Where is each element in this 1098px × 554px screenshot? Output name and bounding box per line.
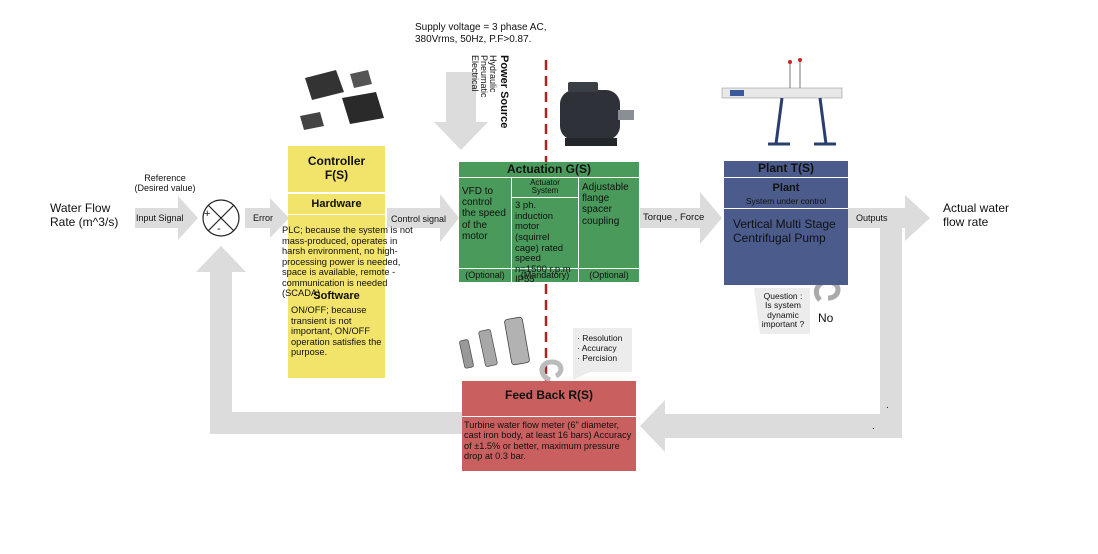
plant-title-divider [724, 177, 848, 178]
software-title: Software [313, 290, 360, 302]
power-source-pneumatic: Pneumatic [479, 55, 490, 98]
pump-bench-image [721, 58, 843, 146]
power-source-title: Power Source [498, 55, 510, 129]
question-answer: No [818, 311, 834, 325]
control-signal-arrow [387, 194, 459, 242]
summing-minus: - [217, 223, 221, 235]
flow-arrows [135, 72, 930, 452]
dot-upper: . [886, 400, 889, 411]
supply-note-line1: Supply voltage = 3 phase AC, [415, 22, 547, 33]
software-text: ON/OFF; because transient is not importa… [291, 305, 382, 357]
feedback-block [462, 381, 636, 471]
actuation-title: Actuation G(S) [507, 162, 591, 176]
plant-subtitle-divider [724, 208, 848, 209]
output-label-line2: flow rate [943, 214, 989, 229]
actuator-system-header: Actuator System [512, 177, 578, 197]
actuation-block [459, 162, 639, 282]
feedback-divider [462, 416, 636, 417]
plant-subtitle: Plant [772, 182, 800, 194]
motor-image [560, 82, 634, 146]
supply-note: Supply voltage = 3 phase AC, 380Vrms, 50… [415, 22, 546, 45]
actuation-motor-text: 3 ph. induction motor (squirrel cage) ra… [515, 200, 571, 286]
output-label: Actual water flow rate [943, 201, 1010, 230]
summing-plus: + [204, 208, 211, 220]
actuation-coupling-footer: (Optional) [589, 270, 629, 280]
plant-subnote: System under control [745, 196, 827, 206]
actuator-system-header-line1: Actuator [530, 178, 560, 187]
question-line2: Is system [765, 300, 801, 311]
sensor-prop-accuracy: · Accuracy [577, 343, 617, 354]
controller-chips-image [300, 70, 384, 130]
outputs-label: Outputs [856, 213, 888, 223]
hardware-title: Hardware [311, 198, 362, 210]
power-source-arrow [434, 72, 488, 150]
feedback-right-line [880, 218, 902, 438]
input-arrow [135, 196, 198, 240]
reference-line1: Reference [144, 173, 186, 183]
dot-lower: . [872, 421, 875, 432]
actuation-coupling-text: Adjustable flange spacer coupling [582, 182, 629, 227]
feedback-title: Feed Back R(S) [504, 388, 594, 402]
input-label: Water Flow Rate (m^3/s) [50, 201, 119, 230]
input-label-line1: Water Flow [50, 201, 111, 215]
actuation-col-divider-2 [578, 177, 579, 282]
question-callout-box [754, 288, 810, 334]
control-signal-label: Control signal [391, 214, 447, 224]
actuation-motor-footer: (Mandatory) [520, 270, 570, 280]
input-signal-label: Input Signal [136, 213, 184, 223]
reference-label: Reference (Desired value) [132, 173, 198, 194]
torque-force-label: Torque , Force [643, 212, 705, 223]
hardware-text: PLC; because the system is not mass-prod… [282, 225, 413, 298]
actuation-vfd-footer: (Optional) [465, 270, 505, 280]
feedback-text: Turbine water flow meter (6" diameter, c… [464, 420, 632, 462]
question-line1: Question : [763, 291, 803, 301]
error-label: Error [253, 213, 273, 223]
actuation-col-divider-1 [511, 177, 512, 282]
summing-junction [202, 199, 240, 237]
question-text: Question : Is system dynamic important ? [758, 291, 808, 330]
power-source-electrical: Electrical [469, 55, 480, 92]
feedback-bottom-right-line [660, 414, 902, 438]
plant-title: Plant T(S) [758, 161, 814, 175]
feedback-return-arrow [196, 246, 246, 272]
output-label-line1: Actual water [943, 201, 1010, 215]
controller-title-line2: F(S) [324, 168, 349, 183]
sensor-curl [539, 359, 564, 383]
power-source-hydraulic: Hydraulic [488, 55, 499, 93]
controller-title: Controller F(S) [288, 154, 385, 183]
feedback-input-arrow [640, 400, 665, 452]
actuation-title-divider [459, 177, 639, 178]
question-line4: important ? [761, 319, 805, 330]
hardware-divider [288, 214, 385, 215]
actuator-system-header-line2: System [531, 186, 559, 195]
reference-line2: (Desired value) [134, 183, 196, 194]
actuator-system-divider [512, 197, 578, 198]
actuation-footer-divider [459, 268, 639, 269]
sensor-properties: · Resolution · Accuracy · Percision [577, 333, 622, 364]
sensor-callout-box [573, 328, 632, 380]
actuation-vfd-text: VFD to control the speed of the motor [462, 186, 506, 242]
controller-block: Controller F(S) Hardware [288, 146, 385, 378]
question-line3: dynamic [767, 309, 799, 320]
power-source-label: Power Source Hydraulic Pneumatic Electri… [441, 55, 521, 135]
torque-force-arrow [640, 192, 722, 244]
plant-text: Vertical Multi Stage Centrifugal Pump [733, 217, 836, 245]
controller-divider [288, 192, 385, 194]
error-arrow [245, 198, 289, 238]
feedback-left-line [210, 270, 232, 434]
controller-title-line1: Controller [307, 154, 366, 168]
sensor-prop-resolution: · Resolution [577, 333, 623, 343]
input-label-line2: Rate (m^3/s) [50, 214, 119, 229]
supply-note-line2: 380Vrms, 50Hz, P.F>0.87. [415, 33, 532, 45]
plant-block [724, 161, 848, 285]
sensor-prop-percision: · Percision [577, 353, 618, 364]
sensors-image [459, 316, 530, 369]
feedback-bottom-left-line [210, 412, 462, 434]
